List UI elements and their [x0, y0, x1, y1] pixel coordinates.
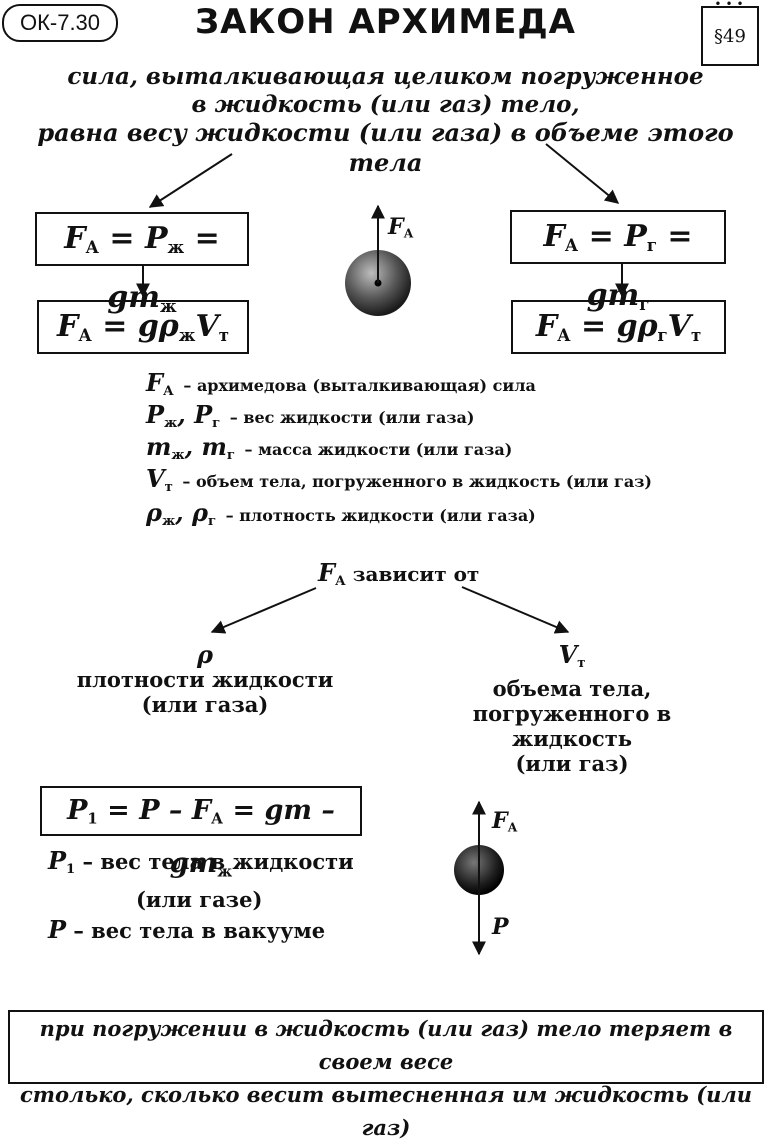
volume-label: объема тела, [492, 675, 652, 701]
legend-item: Pж, Pг – вес жидкости (или газа) [146, 400, 475, 431]
formula-box-gas-density: FА = gρгVт [511, 300, 726, 354]
density-label: плотности жидкости [76, 667, 334, 692]
weight-definitions: P1 – вес тела в жидкости (или газе) P – … [48, 846, 354, 946]
depends-heading: FА зависит от [318, 558, 480, 589]
conclusion-line-1: при погружении в жидкость (или газ) тело… [39, 1016, 733, 1074]
law-statement-line-1: сила, выталкивающая целиком погруженное [67, 63, 704, 90]
density-symbol: ρ [197, 640, 213, 669]
volume-symbol: Vт [558, 640, 586, 671]
weight-in-liquid-note: (или газе) [136, 886, 263, 912]
arrow-to-liquid [148, 153, 233, 208]
diagram-graphics [136, 143, 629, 956]
section-badge: §49 [701, 6, 759, 66]
legend-item: Vт – объем тела, погруженного в жидкость… [146, 464, 652, 495]
formula-box-liquid-density: FА = gρжVт [37, 300, 249, 354]
conclusion-line-2: столько, сколько весит вытесненная им жи… [19, 1082, 753, 1140]
formula-box-liquid-weight: FА = Pж = gmж [35, 212, 249, 316]
weight-in-vacuum-definition: P – вес тела в вакууме [48, 914, 326, 944]
law-statement-line-2: в жидкость (или газ) тело, [191, 91, 580, 118]
weight-in-liquid-definition: P1 – вес тела в жидкости [48, 846, 354, 877]
formula-box-gas-weight: FА = Pг = gmг [510, 210, 726, 314]
page-title: ЗАКОН АРХИМЕДА [194, 2, 576, 42]
ball2-weight-label: P [492, 914, 509, 940]
legend-item: mж, mг – масса жидкости (или газа) [146, 432, 513, 463]
density-note: (или газа) [141, 692, 269, 717]
arrow-to-gas [545, 143, 620, 204]
legend-item: FА – архимедова (выталкивающая) сила [146, 368, 536, 399]
depends-density: ρ плотности жидкости (или газа) [70, 642, 340, 717]
arrow-depends-left [210, 587, 317, 634]
conclusion-box: при погружении в жидкость (или газ) тело… [8, 1010, 764, 1140]
ball-force-label: FА [388, 214, 414, 241]
formula-box-weight-in-liquid: P1 = P – FА = gm – gmж [40, 786, 362, 881]
note-badge: ОК-7.30 [2, 4, 118, 42]
volume-note: (или газ) [515, 750, 629, 776]
depends-volume: Vт объема тела, погруженного в жидкость … [420, 642, 724, 776]
ring-binding-icon: ••• [714, 0, 748, 11]
law-statement-line-3: равна весу жидкости (или газа) в объеме … [37, 118, 734, 177]
volume-label-2: погруженного в жидкость [472, 700, 672, 751]
ball2-force-label: FА [492, 808, 518, 835]
arrow-depends-right [461, 586, 570, 634]
legend-item: ρж, ρг – плотность жидкости (или газа) [146, 498, 536, 529]
